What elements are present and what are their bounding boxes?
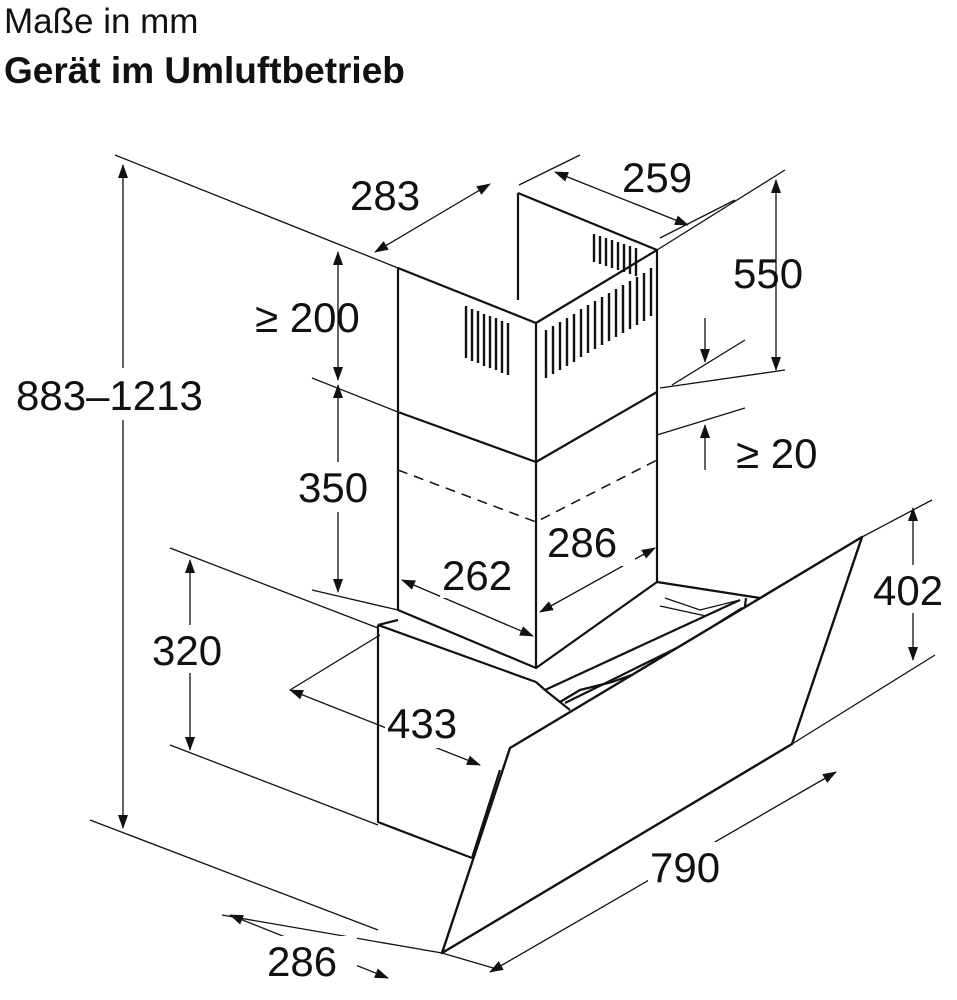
label-chimney-depth-top: 283 — [350, 172, 420, 219]
label-top-clearance: ≥ 200 — [255, 294, 360, 341]
label-body-depth: 433 — [387, 700, 457, 747]
label-hood-depth-bottom: 286 — [267, 938, 337, 985]
label-total-height: 883–1213 — [16, 372, 203, 419]
vent-slots-side — [544, 268, 653, 378]
dimension-labels: 883–1213 283 259 550 ≥ 200 350 ≥ 20 262 … — [12, 154, 957, 985]
label-glass-height: 402 — [873, 567, 943, 614]
label-lower-chimney-depth: 286 — [547, 519, 617, 566]
label-lower-chimney-height: 350 — [298, 464, 368, 511]
units-note: Maße in mm — [4, 2, 199, 41]
vent-slots-front — [464, 306, 510, 375]
label-upper-chimney-height: 550 — [733, 250, 803, 297]
label-body-height: 320 — [152, 627, 222, 674]
upper-chimney — [396, 191, 659, 464]
label-chimney-width-top: 259 — [622, 154, 692, 201]
page-title: Gerät im Umluftbetrieb — [4, 50, 405, 91]
label-hood-width: 790 — [650, 844, 720, 891]
label-lower-chimney-width: 262 — [442, 552, 512, 599]
extension-lines — [89, 154, 936, 971]
vent-slots-back — [592, 234, 638, 276]
label-overlap-min: ≥ 20 — [736, 430, 817, 477]
